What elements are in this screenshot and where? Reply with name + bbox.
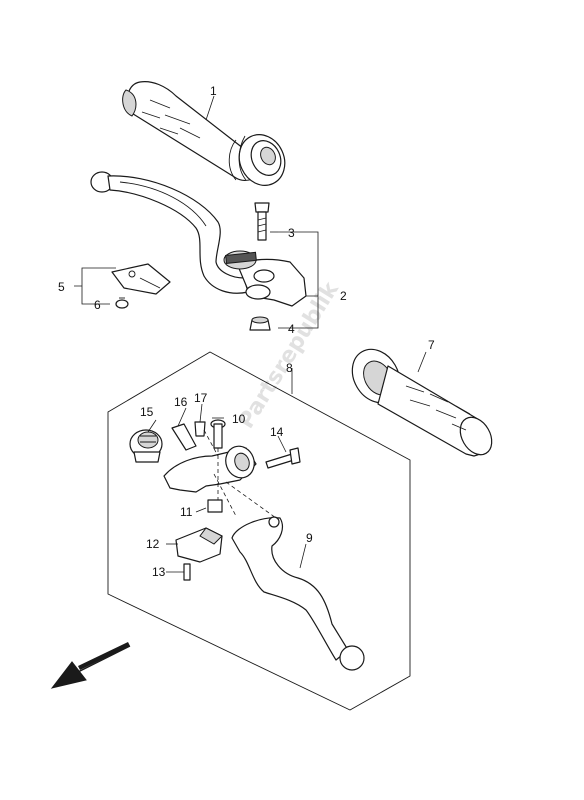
bolt-14	[265, 447, 301, 469]
callout-5: 5	[58, 280, 65, 294]
callout-8: 8	[286, 361, 293, 375]
screw-6	[115, 297, 129, 309]
lower-holder	[163, 445, 257, 493]
callout-13: 13	[152, 565, 166, 579]
callout-2: 2	[340, 289, 347, 303]
left-grip	[122, 81, 286, 186]
callout-9: 9	[306, 531, 313, 545]
callout-6: 6	[94, 298, 101, 312]
callout-3: 3	[288, 226, 295, 240]
clip-16	[171, 423, 197, 451]
callout-16: 16	[174, 395, 188, 409]
callout-4: 4	[288, 322, 295, 336]
callout-15: 15	[140, 405, 154, 419]
switch-12	[175, 527, 223, 563]
lever-holder-2	[223, 250, 307, 307]
right-grip	[351, 348, 493, 457]
callout-14: 14	[270, 425, 284, 439]
callout-17: 17	[194, 391, 208, 405]
switch-5	[111, 263, 171, 295]
leader-lines	[74, 95, 427, 573]
callout-11: 11	[180, 505, 193, 519]
assembly-dashes	[203, 429, 277, 519]
callout-10: 10	[232, 412, 246, 426]
bolt-10	[210, 419, 226, 449]
front-arrow-icon	[50, 642, 131, 689]
pivot-bolt-3	[254, 202, 270, 241]
callout-1: 1	[210, 84, 217, 98]
screw-17	[194, 421, 206, 437]
nut-4	[249, 316, 271, 331]
screw-13	[183, 563, 191, 581]
upper-lever	[90, 171, 249, 294]
callout-12: 12	[146, 537, 160, 551]
assembly-box-8	[107, 351, 411, 711]
switch-15	[129, 429, 163, 463]
lower-lever-9	[231, 516, 365, 671]
callout-7: 7	[428, 338, 435, 352]
nut-11	[207, 499, 223, 513]
